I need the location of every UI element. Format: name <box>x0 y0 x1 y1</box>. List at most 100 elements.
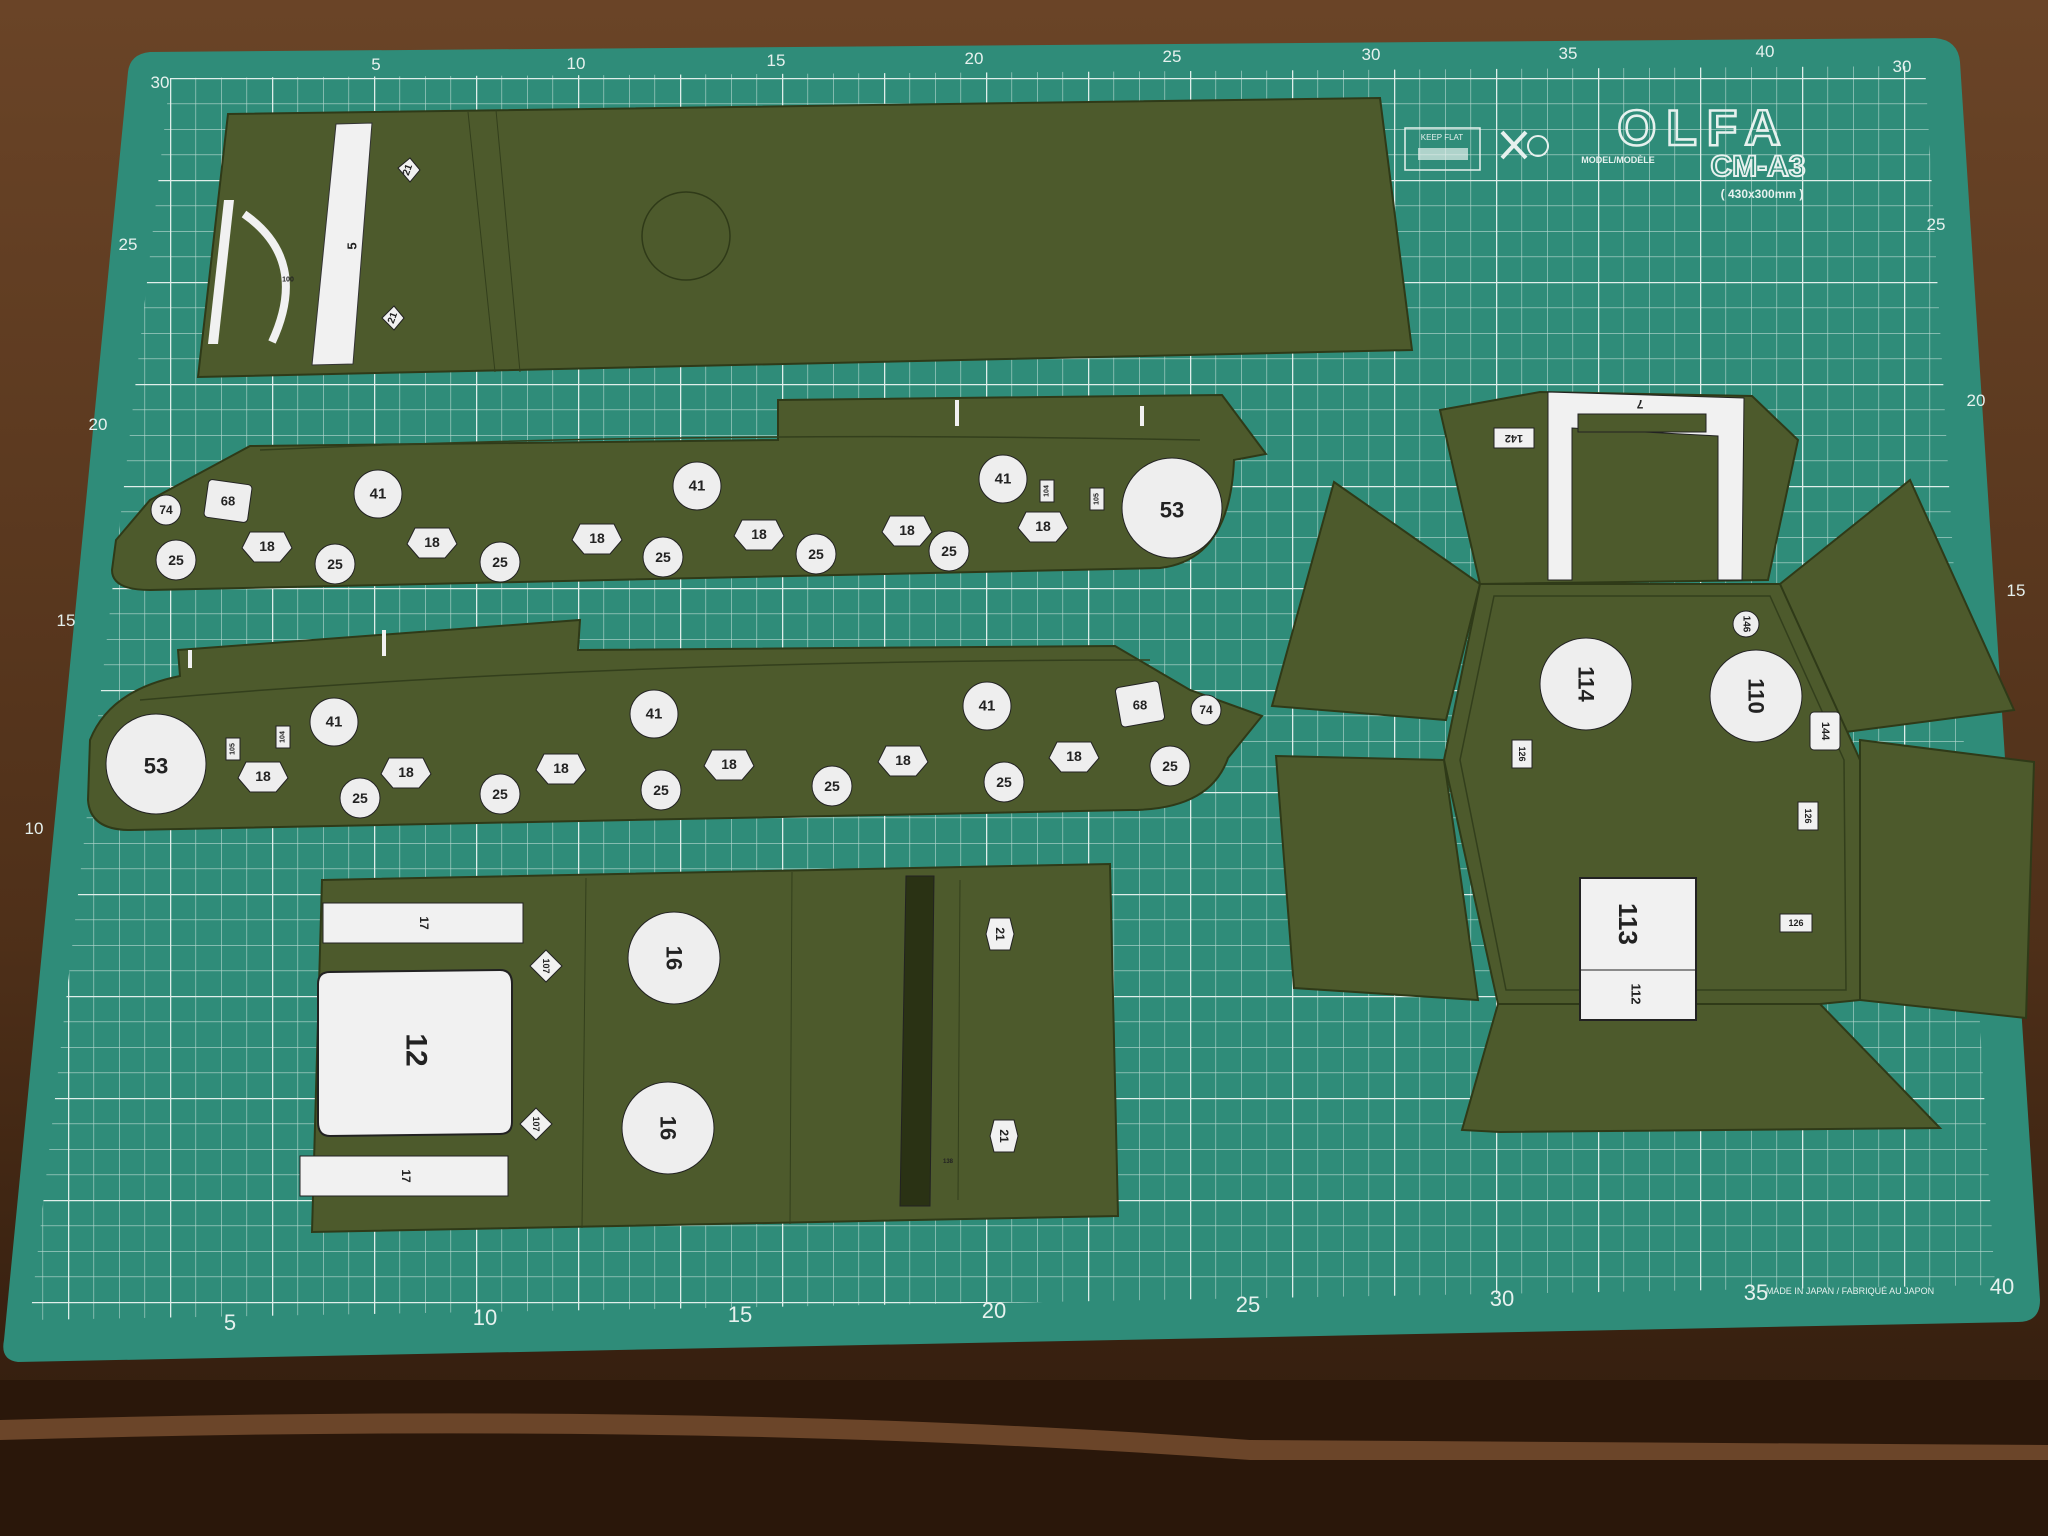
floor-track-grille <box>899 875 935 1207</box>
ruler-left-label: 10 <box>25 819 44 838</box>
part-label: 25 <box>1162 758 1178 774</box>
side-slot <box>955 400 959 426</box>
part-disc-large <box>105 713 207 815</box>
side-track-line <box>139 659 1151 701</box>
part-tag <box>275 725 291 749</box>
turret-ring <box>641 191 731 281</box>
part-label: 144 <box>1819 722 1831 741</box>
part-label: 18 <box>1066 748 1082 764</box>
part-disc <box>479 773 521 815</box>
side-panel-upper: 74 68 41 41 41 53 104 105 25 18 25 18 25 <box>110 393 1268 592</box>
part-disc-large <box>627 911 721 1005</box>
part-label: 18 <box>553 760 569 776</box>
part-disc-large <box>1539 637 1633 731</box>
part-label: 25 <box>996 774 1012 790</box>
part-label: 18 <box>398 764 414 780</box>
part-disc <box>811 765 853 807</box>
part-strip <box>299 1155 509 1197</box>
deck-panel: 5 21 21 100 <box>196 96 1414 379</box>
side-lower-labels: 53 105 104 41 41 41 68 74 18 25 18 25 18 <box>105 680 1222 819</box>
part-disc <box>672 461 722 511</box>
model-name: CM-A3 <box>1711 150 1806 183</box>
part-label: 146 <box>1741 616 1752 633</box>
part-disc <box>1190 694 1222 726</box>
side-panel-lower: 53 105 104 41 41 41 68 74 18 25 18 25 18 <box>86 618 1264 832</box>
part-label: 18 <box>259 538 275 554</box>
part-label: 25 <box>941 543 957 559</box>
ruler-bottom-label: 15 <box>728 1302 752 1327</box>
part-disc <box>795 533 837 575</box>
part-disc <box>479 541 521 583</box>
part-marker: 21 <box>397 157 421 183</box>
ruler-right-label: 20 <box>1967 391 1986 410</box>
part-disc-large <box>1709 649 1803 743</box>
mat-size: ( 430x300mm ) <box>1721 187 1804 201</box>
part-hex <box>703 749 755 781</box>
part-label: 16 <box>662 946 687 970</box>
part-label: 126 <box>1803 808 1813 823</box>
table-edge-highlight <box>0 1413 2048 1460</box>
part-label: 18 <box>751 526 767 542</box>
part-label: 25 <box>352 790 368 806</box>
keep-flat-icon: KEEP FLAT <box>1404 127 1481 171</box>
part-label: 105 <box>230 743 237 755</box>
part-label: 104 <box>1044 485 1051 497</box>
part-tag <box>1089 487 1105 511</box>
part-label: 53 <box>144 754 168 779</box>
part-diamond <box>529 949 563 983</box>
made-in-japan: MADE IN JAPAN / FABRIQUÉ AU JAPON <box>1766 1286 1934 1296</box>
part-label: 17 <box>417 916 431 930</box>
part-hex <box>535 753 587 785</box>
ruler-top: 5 10 15 20 25 30 35 40 <box>371 42 1774 74</box>
part-label: 5 <box>345 242 360 249</box>
part-panel <box>1579 877 1697 1021</box>
part-label: 114 <box>1574 666 1599 702</box>
part-tag <box>1779 913 1813 933</box>
part-hex <box>406 527 458 559</box>
part-hatch <box>317 968 513 1138</box>
deck-arc <box>241 210 290 344</box>
ruler-bottom-label: 35 <box>1744 1280 1768 1305</box>
part-disc <box>983 761 1025 803</box>
part-label: 25 <box>653 782 669 798</box>
part-label: 12 <box>400 1033 433 1066</box>
part-label: 21 <box>997 1129 1011 1143</box>
part-label: 18 <box>721 756 737 772</box>
ruler-top-label: 20 <box>965 49 984 68</box>
deck-sheet <box>196 96 1414 379</box>
part-hex <box>380 757 432 789</box>
part-label: 138 <box>943 1159 954 1165</box>
part-disc <box>962 681 1012 731</box>
part-disc <box>353 469 403 519</box>
ruler-bottom-label: 10 <box>473 1305 497 1330</box>
part-label: 18 <box>1035 518 1051 534</box>
deck-fold-line <box>467 109 521 373</box>
part-disc-large <box>1121 457 1223 559</box>
deck-white-strip <box>311 122 373 366</box>
hull-lower-left-flap <box>1274 754 1480 1002</box>
ruler-right: 30 25 20 15 <box>1893 57 2026 600</box>
ruler-bottom-label: 20 <box>982 1298 1006 1323</box>
part-label: 142 <box>1505 432 1523 444</box>
part-disc <box>1149 745 1191 787</box>
part-tag <box>1493 427 1535 449</box>
part-disc <box>314 543 356 585</box>
part-label: 107 <box>531 1116 541 1131</box>
hull-box-net: 7 142 114 110 146 144 126 126 126 113 11… <box>1270 390 2036 1134</box>
part-hex <box>733 519 785 551</box>
part-label: 18 <box>589 530 605 546</box>
model-label: MODEL/MODÈLE <box>1581 155 1655 165</box>
olfa-logo: OLFA MODEL/MODÈLE CM-A3 ( 430x300mm ) KE… <box>1404 99 1807 201</box>
part-tag <box>1039 479 1055 503</box>
part-label: 25 <box>808 546 824 562</box>
part-label: 113 <box>1613 903 1643 945</box>
part-disc <box>150 494 182 526</box>
part-label: 25 <box>168 552 184 568</box>
ruler-left: 30 25 20 15 10 <box>25 73 170 838</box>
part-label: 25 <box>327 556 343 572</box>
part-label: 68 <box>1133 698 1147 713</box>
side-slot <box>382 630 386 656</box>
part-label: 110 <box>1744 678 1769 714</box>
ruler-top-label: 5 <box>371 55 380 74</box>
